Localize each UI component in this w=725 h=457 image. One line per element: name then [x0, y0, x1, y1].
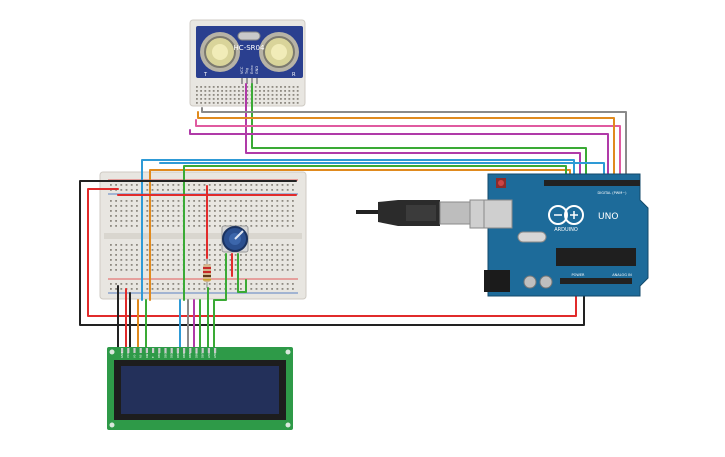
- lcd-pin-label: DB0: [157, 352, 161, 358]
- analog-power-header: [560, 278, 632, 284]
- analog-header-label: ANALOG IN: [612, 273, 632, 277]
- lcd-pin-label: DB6: [194, 352, 198, 358]
- lcd-pin: [207, 348, 210, 353]
- digital-header-label: DIGITAL (PWM~): [597, 191, 627, 195]
- lcd-pin-label: LED: [207, 353, 211, 358]
- lcd-pin-label: DB3: [176, 352, 180, 358]
- sensor-corner-right: R: [292, 72, 296, 78]
- lcd-pin: [164, 348, 167, 353]
- wire-green-echo[interactable]: [251, 83, 587, 183]
- lcd-pin-label: E: [151, 356, 155, 358]
- lcd-pin: [158, 348, 161, 353]
- power-jack: [484, 270, 510, 292]
- lcd-pin: [176, 348, 179, 353]
- resistor[interactable]: [203, 258, 211, 288]
- breadboard-holes: [110, 184, 294, 290]
- wire-purple-d2[interactable]: [189, 129, 609, 183]
- lcd-pin-label: DB7: [201, 352, 205, 358]
- wire-green-pot-gnd[interactable]: [237, 253, 247, 293]
- arduino-model: UNO: [598, 212, 618, 222]
- sensor-corner-left: T: [203, 72, 208, 78]
- sensor-pin-trig: Trig: [245, 68, 249, 75]
- lcd-pin-label: DB1: [163, 352, 167, 358]
- arduino-uno[interactable]: ARDUINO UNO DIGITAL (PWM~) POWER ANALOG …: [483, 173, 649, 297]
- wire-red-5v-loop[interactable]: [87, 188, 577, 317]
- arduino-brand: ARDUINO: [554, 227, 578, 233]
- lcd-pin: [133, 348, 136, 353]
- power-header-label: POWER: [572, 273, 586, 277]
- lcd-pin-label: LED: [213, 353, 217, 358]
- digital-header: [544, 180, 640, 186]
- wire-black-gnd-loop[interactable]: [79, 180, 585, 326]
- lcd-screen: [121, 366, 279, 414]
- potentiometer[interactable]: [221, 225, 249, 253]
- wire-blue-d3[interactable]: [141, 159, 575, 301]
- lcd-pin-label: VCC: [126, 352, 130, 358]
- lcd-pin: [139, 348, 142, 353]
- lcd-pin: [183, 348, 186, 353]
- wire-gray-gnd[interactable]: [201, 107, 627, 183]
- microcontroller-chip: [556, 248, 636, 266]
- lcd-pin: [189, 348, 192, 353]
- lcd-pin-label: RW: [145, 353, 149, 358]
- lcd-pin: [127, 348, 130, 353]
- lcd-pin: [121, 348, 124, 353]
- sensor-label: HC-SR04: [234, 44, 265, 52]
- lcd-pin-label: V0: [132, 354, 136, 358]
- wire-pink-vcc[interactable]: [195, 119, 621, 183]
- lcd-pin-label: RS: [139, 354, 143, 358]
- ultrasonic-sensor[interactable]: HC-SR04 T R VCC Trig Echo GND: [196, 26, 303, 84]
- lcd-pin-label: GND: [120, 352, 124, 358]
- lcd-pin-label: DB5: [188, 352, 192, 358]
- usb-port: [483, 199, 513, 229]
- mini-breadboard-holes: [196, 86, 299, 104]
- lcd-pin-label: DB2: [170, 352, 174, 358]
- arduino-logo-icon: [548, 205, 568, 225]
- lcd-pin: [214, 348, 217, 353]
- lcd-pin: [145, 348, 148, 353]
- lcd-pin: [170, 348, 173, 353]
- wire-orange-d1[interactable]: [197, 111, 615, 183]
- lcd-pin-label: DB4: [182, 352, 186, 358]
- sensor-pin-vcc: VCC: [240, 66, 244, 74]
- lcd-pin: [152, 348, 155, 353]
- lcd-pin: [201, 348, 204, 353]
- sensor-pin-gnd: GND: [255, 66, 259, 74]
- lcd-pin: [195, 348, 198, 353]
- sensor-pin-echo: Echo: [250, 66, 254, 75]
- usb-cable: [356, 199, 505, 229]
- sensor-pin-labels: VCC Trig Echo GND: [240, 66, 259, 76]
- wire-green-pot[interactable]: [213, 253, 227, 351]
